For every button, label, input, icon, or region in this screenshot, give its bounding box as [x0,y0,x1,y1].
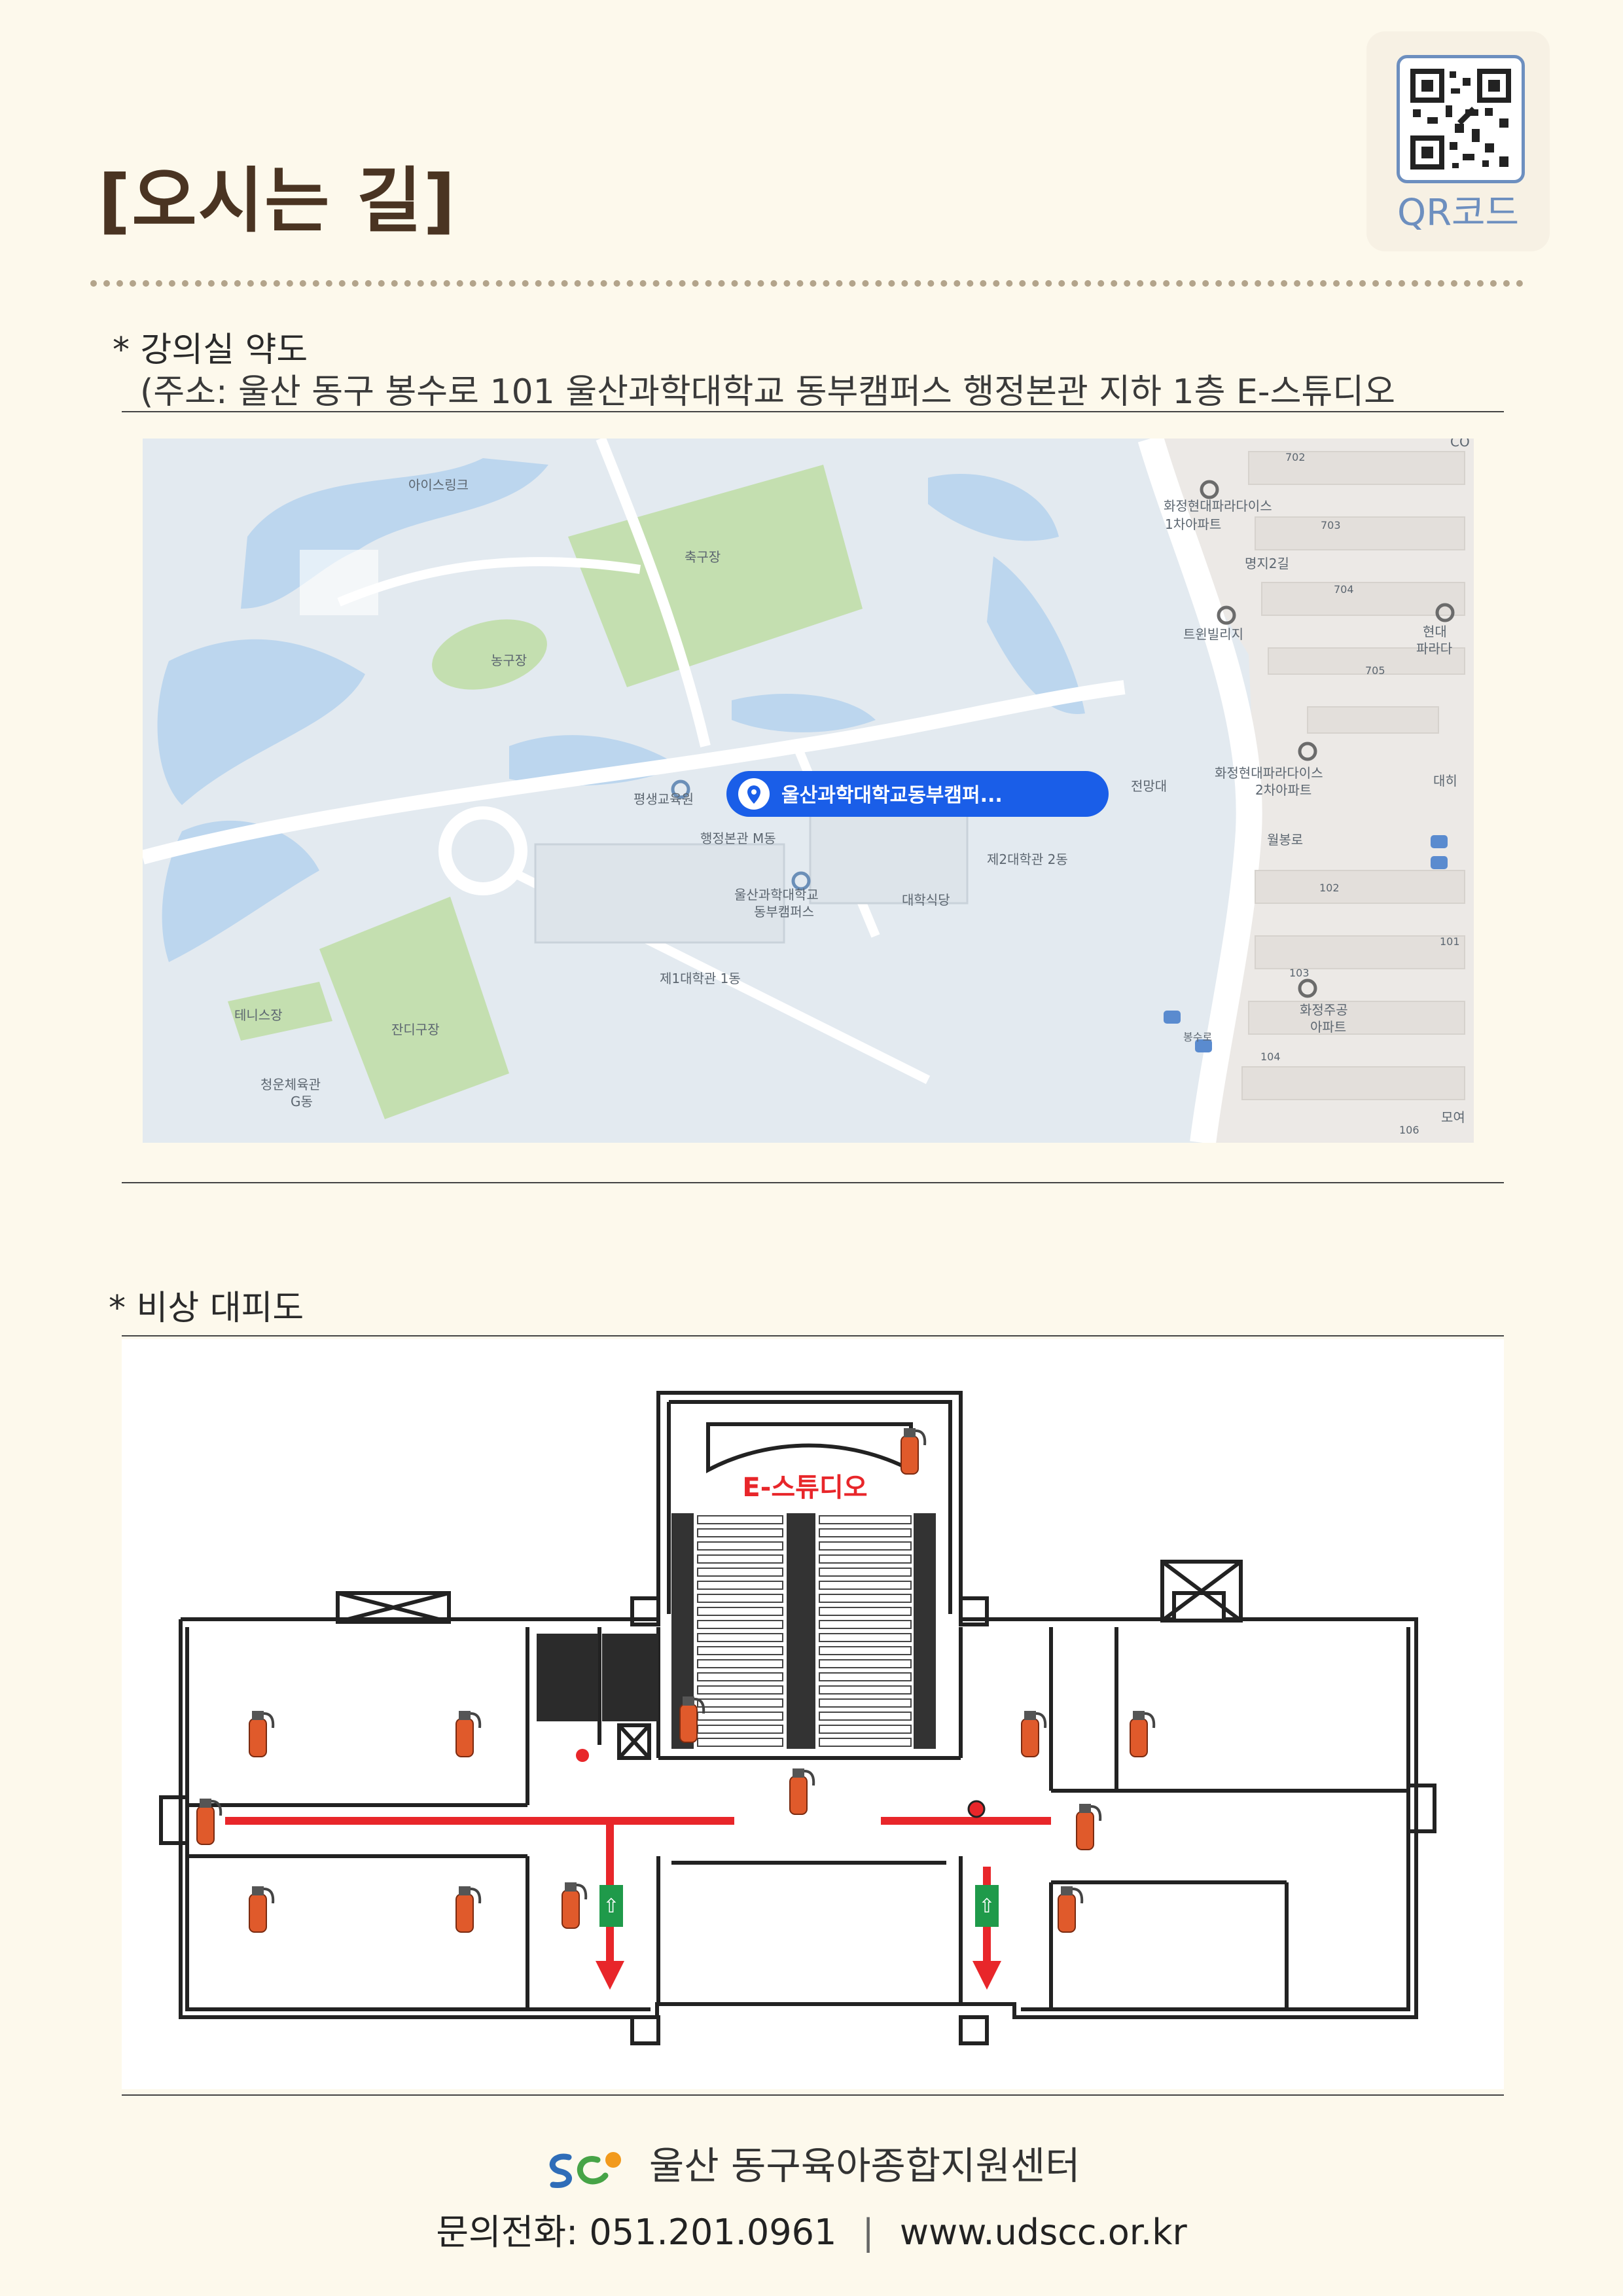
map-label-lifelong: 평생교육원 [633,791,694,807]
map-label-101: 101 [1440,935,1460,948]
map-label-observatory: 전망대 [1131,778,1167,794]
map-label-soccer: 축구장 [685,549,721,565]
map-label-apt1b: 1차아파트 [1165,516,1221,532]
footer-separator: | [862,2212,874,2253]
map-label-106: 106 [1399,1124,1419,1136]
map-label-104: 104 [1260,1050,1281,1063]
qr-code-image [1397,55,1525,183]
map-label-dae: 대히 [1433,773,1457,789]
map-label-apt1a: 화정현대파라다이스 [1164,498,1272,514]
phone-number: 051.201.0961 [589,2212,837,2253]
map-label-apt2a: 화정현대파라다이스 [1215,765,1323,781]
destination-pin-label: 울산과학대학교동부캠퍼... [781,784,1003,807]
footer-org: 울산 동구육아종합지원센터 [0,2135,1623,2191]
map-section-title: * 강의실 약도 [113,331,308,370]
map-label-moyeo: 모여 [1441,1109,1465,1125]
map-label-admin: 행정본관 M동 [700,831,776,846]
map-label-road1: 명지2길 [1245,556,1289,571]
exit-sign-left-glyph: ⇧ [603,1895,619,1918]
map-label-tennis: 테니스장 [234,1007,283,1023]
qr-label: QR코드 [1397,192,1520,234]
exit-sign-left: ⇧ [599,1885,623,1927]
exit-sign-right-glyph: ⇧ [978,1895,995,1918]
map-label-ice-rink: 아이스링크 [408,477,469,493]
map-label-jugong1: 화정주공 [1300,1002,1348,1018]
org-name: 울산 동구육아종합지원센터 [649,2144,1080,2188]
map-label-basketball: 농구장 [491,653,527,668]
map-label-bus: 봉수로 [1183,1031,1212,1043]
map-label-jugong2: 아파트 [1310,1019,1346,1035]
center-logo-icon [550,2151,622,2188]
evac-top-rule [122,1335,1504,1336]
map-label-twin: 트윈빌리지 [1183,626,1243,642]
map-label-apt2b: 2차아파트 [1255,782,1311,798]
map-label-702: 702 [1285,451,1306,463]
map-bottom-rule [122,1182,1504,1183]
map-label-co: CO [1450,439,1470,450]
page-title: [오시는 길] [98,160,457,242]
map-label-hall1: 제1대학관 1동 [660,971,741,986]
map-label-gym: 청운체육관 [260,1077,321,1092]
qr-code-icon [1410,69,1511,170]
address-text: (주소: 울산 동구 봉수로 101 울산과학대학교 동부캠퍼스 행정본관 지하… [140,372,1395,412]
map-label-102: 102 [1319,882,1340,894]
campus-map[interactable]: 아이스링크 축구장 농구장 평생교육원 행정본관 M동 울산과학대학교 동부캠퍼… [143,439,1474,1143]
footer-contact: 문의전화: 051.201.0961 | www.udscc.or.kr [0,2203,1623,2255]
map-label-grass: 잔디구장 [391,1022,440,1037]
phone-label: 문의전화: [436,2212,579,2253]
studio-label: E-스튜디오 [742,1473,867,1503]
header-divider [90,280,1524,287]
map-label-hall2: 제2대학관 2동 [987,852,1068,867]
map-label-cafeteria: 대학식당 [902,892,950,908]
destination-pin[interactable]: 울산과학대학교동부캠퍼... [726,771,1109,817]
map-label-705: 705 [1365,664,1385,677]
map-label-gym2: G동 [291,1094,313,1109]
evac-bottom-rule [122,2094,1504,2096]
evac-section-title: * 비상 대피도 [109,1289,304,1328]
map-label-campus2: 동부캠퍼스 [754,904,814,920]
evacuation-floor-plan: ⇧ ⇧ E-스튜디오 [122,1339,1504,2089]
map-top-rule [122,411,1504,412]
map-label-704: 704 [1334,583,1354,596]
map-label-hyundai1: 현대 [1423,624,1447,639]
website-link[interactable]: www.udscc.or.kr [899,2212,1187,2253]
qr-card: QR코드 [1366,31,1550,251]
map-label-103: 103 [1289,967,1310,979]
map-label-campus: 울산과학대학교 [734,887,819,903]
map-label-road2: 월봉로 [1267,832,1303,848]
map-label-703: 703 [1321,519,1341,531]
map-label-hyundai2: 파라다 [1416,641,1452,656]
exit-sign-right: ⇧ [975,1885,999,1927]
